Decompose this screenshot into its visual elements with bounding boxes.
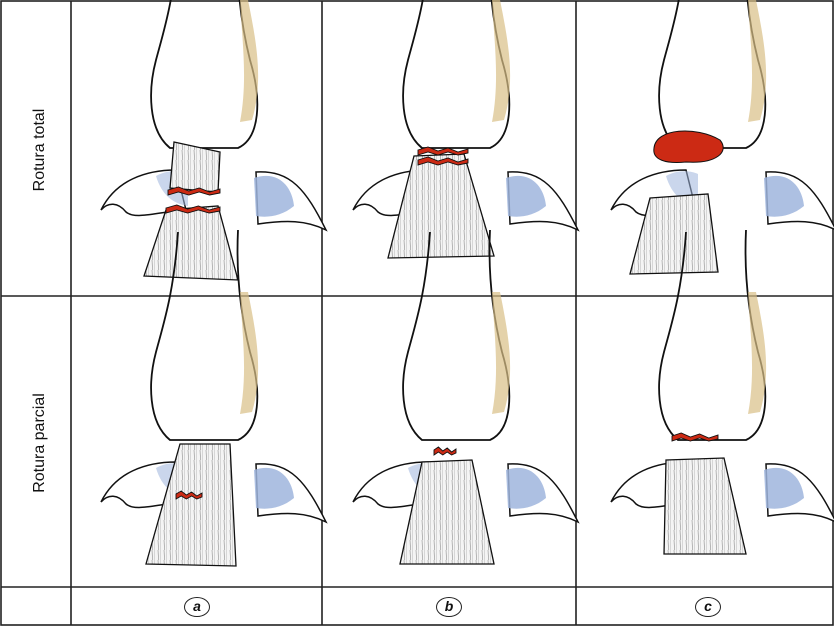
avulsed-patella-pole: [654, 131, 723, 163]
sketch-total-c: [611, 0, 834, 274]
tear-partial: [434, 447, 456, 455]
femur-outline: [151, 0, 257, 148]
sketch-partial-a: [101, 230, 326, 566]
tendon-upper-stump: [170, 142, 220, 192]
bone-shading: [240, 292, 258, 414]
sketch-partial-b: [353, 230, 578, 564]
row-label-partial-rupture: Rotura parcial: [31, 393, 49, 493]
column-label-a: a: [184, 597, 210, 617]
bone-shading: [240, 0, 258, 122]
column-label-c: c: [695, 597, 721, 617]
bone-shading: [492, 292, 510, 414]
bone-shading: [748, 292, 766, 414]
column-label-b: b: [436, 597, 462, 617]
femur-outline: [403, 0, 509, 148]
sketch-total-a: [101, 0, 326, 280]
bone-shading: [492, 0, 510, 122]
femur-outline: [659, 0, 765, 148]
sketch-total-b: [353, 0, 578, 258]
row-label-total-rupture: Rotura total: [31, 109, 49, 192]
tendon: [664, 458, 746, 554]
tendon: [388, 154, 494, 258]
tendon-lower-stump: [144, 206, 238, 280]
sketch-partial-c: [611, 230, 834, 554]
bone-shading: [748, 0, 766, 122]
